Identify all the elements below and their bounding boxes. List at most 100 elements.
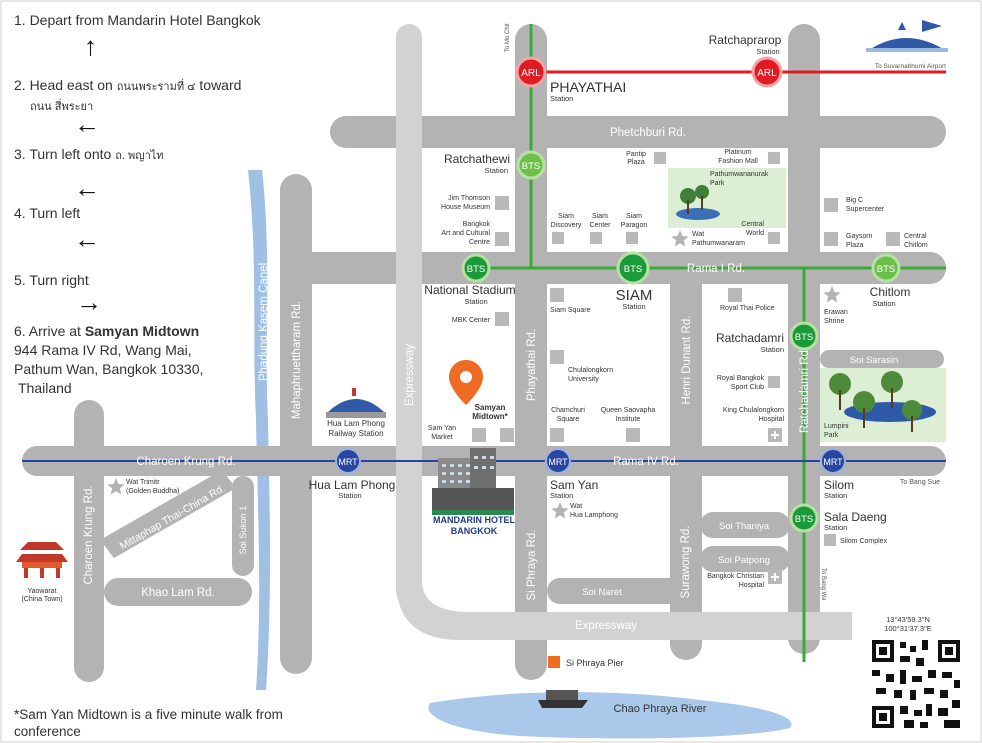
star-icon[interactable]	[551, 502, 569, 519]
label-khao-lam: Khao Lam Rd.	[141, 587, 215, 599]
star-icon[interactable]	[671, 230, 689, 247]
marker-siam-discovery[interactable]	[552, 232, 564, 244]
label-phayathai-station: PHAYATHAI	[550, 79, 626, 95]
marker-royal-bkk[interactable]	[768, 376, 780, 388]
label-wat-hua-2: Hua Lamphong	[570, 512, 618, 519]
marker-siam-square[interactable]	[550, 288, 564, 302]
label-sam-yan: Sam Yan	[550, 478, 598, 492]
bts-station-ratchathewi[interactable]: BTS	[516, 150, 546, 180]
direction-step-4: 4. Turn left	[14, 205, 81, 221]
marker-siam-paragon[interactable]	[626, 232, 638, 244]
star-markers	[107, 230, 841, 519]
marker-gaysorn[interactable]	[824, 232, 838, 246]
label-jim-thompson: Jim Thomson	[448, 195, 490, 202]
marker-chamchuri[interactable]	[550, 428, 564, 442]
road-soi-sarasin	[820, 350, 944, 368]
label-central-chitlom: Central	[904, 233, 927, 240]
bts-station-national-stadium[interactable]: BTS	[461, 253, 491, 283]
step-2-toward: toward	[199, 77, 242, 93]
road-soi-naret	[547, 578, 687, 604]
label-siam-square: Siam Square	[550, 307, 591, 314]
label-wat-pathum: Wat	[692, 231, 704, 238]
label-soi-patpong: Soi Patpong	[718, 555, 770, 566]
address-line-2: Pathum Wan, Bangkok 10330,	[14, 361, 204, 377]
label-pathumwananurak-2: Park	[710, 180, 725, 187]
mrt-station-silom[interactable]: MRT	[820, 448, 846, 474]
star-icon[interactable]	[823, 286, 841, 303]
label-chitlom-station-word: Station	[872, 299, 895, 308]
label-siam-center: Siam	[592, 213, 608, 220]
arl-station-ratchaprarop[interactable]: ARL	[751, 56, 783, 88]
qr-code-icon[interactable]	[872, 640, 960, 728]
bts-station-siam[interactable]: BTS	[616, 251, 650, 285]
label-chula-hosp: King Chulalongkorn	[723, 407, 784, 414]
marker-big-c[interactable]	[824, 198, 838, 212]
marker-pantip[interactable]	[654, 152, 666, 164]
marker-chula-uni[interactable]	[550, 350, 564, 364]
mrt-station-hua-lam-phong[interactable]: MRT	[335, 448, 361, 474]
road-charoen-krung-v	[74, 400, 104, 682]
marker-queen-saovapha[interactable]	[626, 428, 640, 442]
label-hua-lamphong-rs: Hua Lam Phong	[327, 419, 385, 428]
marker-samyan-midtown[interactable]	[500, 428, 514, 442]
marker-sam-yan-market[interactable]	[472, 428, 486, 442]
hotel-building-icon	[432, 448, 514, 515]
label-bkk-christian: Bangkok Christian	[707, 573, 764, 580]
label-to-mo-chit: To Mo Chit	[505, 23, 511, 52]
footnote-line-2: conference	[14, 724, 81, 739]
arl-station-phayathai[interactable]: ARL	[515, 56, 547, 88]
label-samyan-midtown: Samyan	[475, 403, 506, 412]
bts-station-sala-daeng[interactable]: BTS	[789, 503, 819, 533]
marker-silom-complex[interactable]	[824, 534, 836, 546]
label-ratchadamri-station-word: Station	[761, 345, 784, 354]
svg-text:ARL: ARL	[521, 68, 541, 79]
marker-central-chitlom[interactable]	[886, 232, 900, 246]
svg-text:BTS: BTS	[795, 332, 813, 343]
label-soi-thaniya: Soi Thaniya	[719, 521, 770, 532]
label-wat-trimitr: Wat Trimitr	[126, 479, 160, 486]
mrt-station-sam-yan[interactable]: MRT	[545, 448, 571, 474]
label-central-world: Central	[741, 221, 764, 228]
label-charoen-krung-v: Charoen Krung Rd.	[83, 485, 95, 584]
bts-station-ratchadamri[interactable]: BTS	[789, 321, 819, 351]
label-siam: SIAM	[616, 287, 653, 304]
label-pantip: Pantip	[626, 151, 646, 158]
location-pin-icon[interactable]	[449, 360, 483, 405]
star-icon[interactable]	[107, 478, 125, 495]
label-central-chitlom-2: Chitlom	[904, 242, 928, 249]
label-surawong: Surawong Rd.	[680, 526, 692, 599]
label-chamchuri: Chamchuri	[551, 407, 585, 414]
label-chula-hosp-2: Hospital	[759, 416, 785, 423]
label-siam-station-word: Station	[622, 302, 645, 311]
label-soi-naret: Soi Naret	[582, 587, 622, 598]
label-rama1: Rama I Rd.	[687, 263, 745, 275]
train-station-icon	[326, 388, 386, 418]
label-si-phraya-pier: Si Phraya Pier	[566, 658, 624, 668]
label-lumpini-2: Park	[824, 432, 839, 439]
footnote: *Sam Yan Midtown is a five minute walk f…	[14, 706, 283, 740]
svg-text:BTS: BTS	[877, 264, 895, 275]
marker-central-world[interactable]	[768, 232, 780, 244]
bts-station-chitlom[interactable]: BTS	[871, 253, 901, 283]
marker-royal-thai-police[interactable]	[728, 288, 742, 302]
marker-jim-thompson[interactable]	[495, 196, 509, 210]
label-big-c: Big C	[846, 197, 863, 204]
label-sam-yan-market: Sam Yan	[428, 425, 456, 432]
label-ratchathewi-station-word: Station	[485, 166, 508, 175]
pier-icon[interactable]	[548, 656, 560, 668]
marker-platinum[interactable]	[768, 152, 780, 164]
label-charoen-krung-h: Charoen Krung Rd.	[136, 456, 235, 468]
direction-step-1: 1. Depart from Mandarin Hotel Bangkok	[14, 12, 261, 28]
arrow-up-icon: ↑	[84, 31, 97, 61]
label-royal-bkk-2: Sport Club	[731, 384, 764, 391]
marker-mbk[interactable]	[495, 312, 509, 326]
marker-bacc[interactable]	[495, 232, 509, 246]
destination-address: 6. Arrive at Samyan Midtown 944 Rama IV …	[14, 322, 203, 398]
label-hua-lam-phong-station-word: Station	[338, 491, 361, 500]
label-phayathai-station-word: Station	[550, 94, 573, 103]
svg-text:ARL: ARL	[757, 68, 777, 79]
marker-siam-center[interactable]	[590, 232, 602, 244]
label-platinum: Platinum	[724, 149, 751, 156]
label-platinum-2: Fashion Mall	[718, 158, 758, 165]
